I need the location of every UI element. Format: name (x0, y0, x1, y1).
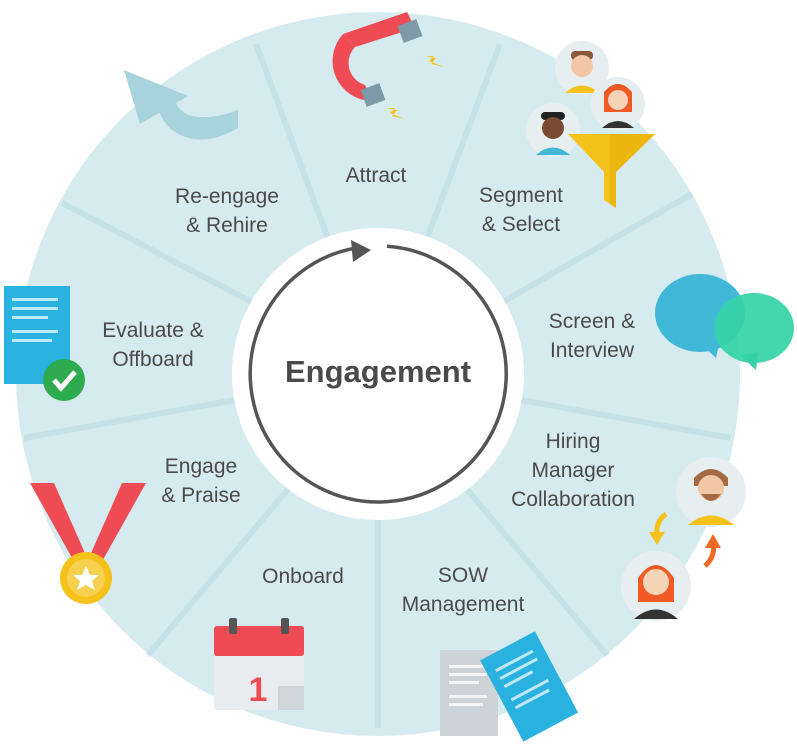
speech-bubbles-icon (655, 274, 794, 370)
stage-label-evaluate-offboard: Evaluate &Offboard (102, 319, 204, 371)
segment-dividers (23, 42, 732, 728)
contract-documents-icon (440, 631, 579, 742)
calendar-icon: 1 (214, 618, 304, 710)
candidates-funnel-icon (526, 41, 655, 208)
stage-label-segment-select: Segment& Select (478, 184, 564, 236)
stage-label-screen-interview: Screen &Interview (548, 310, 636, 362)
hub-circle (232, 228, 524, 520)
magnet-icon (332, 12, 444, 119)
stage-label-attract: Attract (345, 164, 407, 187)
return-arrow-icon (124, 70, 238, 140)
stage-label-engage-praise: Engage& Praise (161, 455, 241, 507)
stage-label-onboard: Onboard (262, 565, 344, 588)
hub-cycle-arrowhead (351, 240, 371, 262)
stage-label-reengage-rehire: Re-engage& Rehire (175, 185, 279, 237)
hub-cycle-ring (248, 244, 508, 504)
hub-title: Engagement (284, 354, 472, 389)
medal-icon (30, 483, 146, 604)
approved-document-icon (4, 286, 85, 401)
manager-collaboration-icon (621, 457, 746, 621)
calendar-day-number: 1 (249, 671, 268, 709)
